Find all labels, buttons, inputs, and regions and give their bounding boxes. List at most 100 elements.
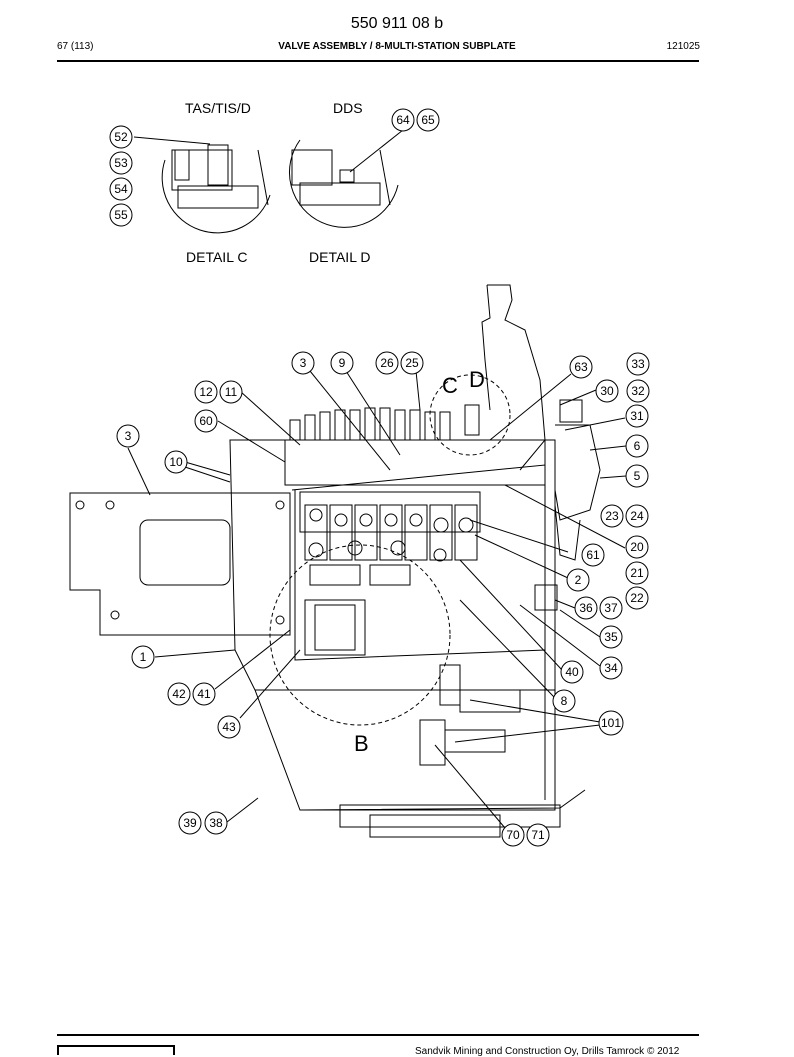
callout-60: 60 [194, 409, 218, 433]
detail-d-top-label: DDS [333, 100, 363, 116]
svg-text:26: 26 [380, 356, 394, 370]
callout-101: 101 [598, 710, 624, 736]
footer-copyright: Sandvik Mining and Construction Oy, Dril… [415, 1046, 680, 1057]
svg-text:20: 20 [630, 540, 644, 554]
svg-text:40: 40 [565, 665, 579, 679]
svg-text:31: 31 [630, 409, 644, 423]
svg-text:60: 60 [199, 414, 213, 428]
svg-text:32: 32 [631, 384, 645, 398]
page-title: VALVE ASSEMBLY / 8-MULTI-STATION SUBPLAT… [278, 41, 516, 52]
callout-balloons: 52 53 54 55 64 65 3 9 26 25 63 33 12 11 … [109, 108, 650, 847]
view-letter-b: B [354, 731, 369, 756]
callout-3-top: 3 [291, 351, 315, 375]
page-number: 67 (113) [57, 41, 94, 52]
callout-54: 54 [109, 177, 133, 201]
callout-24: 24 [625, 504, 649, 528]
callout-10: 10 [164, 450, 188, 474]
svg-text:39: 39 [183, 816, 197, 830]
view-letter-d: D [469, 367, 485, 392]
callout-55: 55 [109, 203, 133, 227]
callout-40: 40 [560, 660, 584, 684]
svg-text:21: 21 [630, 566, 644, 580]
callout-42: 42 [167, 682, 191, 706]
callout-23: 23 [600, 504, 624, 528]
header-rule [57, 60, 699, 62]
callout-26: 26 [375, 351, 399, 375]
callout-3-left: 3 [116, 424, 140, 448]
callout-1: 1 [131, 645, 155, 669]
svg-text:36: 36 [579, 601, 593, 615]
callout-41: 41 [192, 682, 216, 706]
detail-c-caption: DETAIL C [186, 249, 248, 265]
svg-text:64: 64 [396, 113, 410, 127]
footer-rule [57, 1034, 699, 1036]
callout-39: 39 [178, 811, 202, 835]
svg-text:9: 9 [339, 356, 346, 370]
svg-text:12: 12 [199, 385, 213, 399]
callout-8: 8 [552, 689, 576, 713]
callout-9: 9 [330, 351, 354, 375]
svg-text:42: 42 [172, 687, 186, 701]
document-number: 550 911 08 b [350, 15, 444, 32]
callout-63: 63 [569, 355, 593, 379]
callout-25: 25 [400, 351, 424, 375]
callout-34: 34 [599, 656, 623, 680]
callout-35: 35 [599, 625, 623, 649]
callout-43: 43 [217, 715, 241, 739]
callout-36: 36 [574, 596, 598, 620]
svg-text:63: 63 [574, 360, 588, 374]
callout-30: 30 [595, 379, 619, 403]
view-letter-c: C [442, 373, 458, 398]
revision-code: 121025 [666, 41, 700, 52]
callout-6: 6 [625, 434, 649, 458]
callout-12: 12 [194, 380, 218, 404]
svg-text:6: 6 [634, 439, 641, 453]
svg-text:35: 35 [604, 630, 618, 644]
svg-text:8: 8 [561, 694, 568, 708]
callout-21: 21 [625, 561, 649, 585]
callout-20: 20 [625, 535, 649, 559]
svg-text:54: 54 [114, 182, 128, 196]
callout-52: 52 [109, 125, 133, 149]
svg-text:53: 53 [114, 156, 128, 170]
svg-text:2: 2 [575, 573, 582, 587]
callout-2: 2 [566, 568, 590, 592]
detail-c-top-label: TAS/TIS/D [185, 100, 251, 116]
svg-text:3: 3 [300, 356, 307, 370]
callout-61: 61 [581, 543, 605, 567]
svg-text:30: 30 [600, 384, 614, 398]
svg-text:33: 33 [631, 357, 645, 371]
svg-text:25: 25 [405, 356, 419, 370]
svg-text:38: 38 [209, 816, 223, 830]
callout-64: 64 [391, 108, 415, 132]
callout-33: 33 [626, 352, 650, 376]
svg-text:24: 24 [630, 509, 644, 523]
callout-65: 65 [416, 108, 440, 132]
svg-text:41: 41 [197, 687, 211, 701]
svg-text:71: 71 [531, 828, 545, 842]
svg-text:55: 55 [114, 208, 128, 222]
svg-text:37: 37 [604, 601, 618, 615]
svg-text:11: 11 [225, 385, 238, 399]
svg-text:65: 65 [421, 113, 435, 127]
brand-logo-box [57, 1045, 175, 1055]
callout-11: 11 [219, 380, 243, 404]
callout-70: 70 [501, 823, 525, 847]
svg-text:43: 43 [222, 720, 236, 734]
svg-text:1: 1 [140, 650, 147, 664]
svg-text:5: 5 [634, 469, 641, 483]
svg-text:70: 70 [506, 828, 520, 842]
svg-text:34: 34 [604, 661, 618, 675]
callout-37: 37 [599, 596, 623, 620]
svg-text:23: 23 [605, 509, 619, 523]
svg-text:61: 61 [586, 548, 600, 562]
svg-text:101: 101 [601, 716, 621, 730]
callout-22: 22 [625, 586, 649, 610]
svg-text:52: 52 [114, 130, 128, 144]
svg-text:3: 3 [125, 429, 132, 443]
callout-38: 38 [204, 811, 228, 835]
svg-text:10: 10 [169, 455, 183, 469]
callout-71: 71 [526, 823, 550, 847]
svg-text:22: 22 [630, 591, 644, 605]
